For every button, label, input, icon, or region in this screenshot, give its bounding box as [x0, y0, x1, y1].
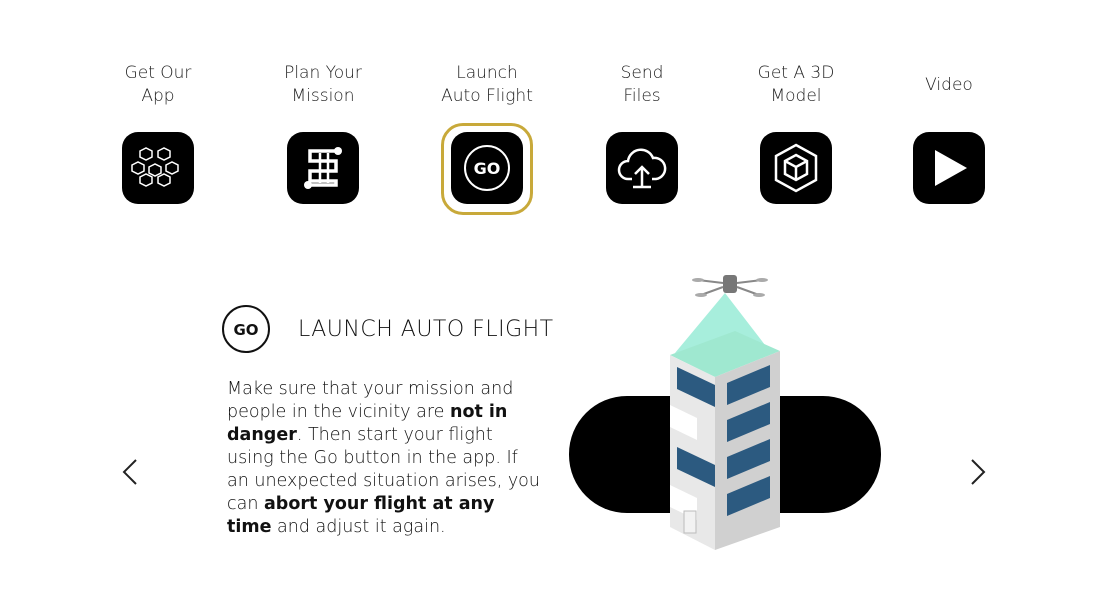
desc-bold-1: not in danger — [227, 402, 508, 445]
hexagon-network-icon — [122, 132, 194, 204]
step-label: Plan Your Mission — [284, 63, 362, 106]
go-badge-icon: GO — [222, 305, 270, 353]
content-description: Make sure that your mission and people i… — [227, 378, 542, 539]
content-header: GO LAUNCH AUTO FLIGHT — [222, 305, 554, 353]
flight-path-icon — [287, 132, 359, 204]
step-label: Get Our App — [124, 63, 192, 106]
cloud-upload-icon — [606, 132, 678, 204]
content-title: LAUNCH AUTO FLIGHT — [298, 316, 554, 342]
go-badge-text: GO — [233, 321, 258, 339]
next-button[interactable] — [958, 450, 998, 494]
desc-part-3: and adjust it again. — [271, 517, 446, 537]
play-icon — [913, 132, 985, 204]
go-icon: GO — [451, 132, 523, 204]
drone-icon — [692, 275, 768, 297]
chevron-left-icon — [122, 459, 137, 485]
desc-part-2: . Then start your flight using the Go bu… — [227, 425, 540, 514]
go-text: GO — [474, 159, 501, 178]
step-label: Launch Auto Flight — [441, 63, 533, 106]
step-label: Send Files — [620, 63, 664, 106]
prev-button[interactable] — [110, 450, 150, 494]
desc-bold-2: abort your flight at any time — [227, 494, 495, 537]
active-step-ring — [441, 123, 533, 215]
building — [670, 331, 780, 550]
chevron-right-icon — [971, 459, 986, 485]
drone-building-illustration — [569, 275, 881, 550]
step-label: Video — [925, 74, 973, 95]
step-label: Get A 3D Model — [757, 63, 835, 106]
steps-nav: Get Our App Plan Your Mission Lau — [0, 0, 1110, 230]
cube-icon — [760, 132, 832, 204]
desc-part-1: Make sure that your mission and people i… — [227, 379, 514, 422]
